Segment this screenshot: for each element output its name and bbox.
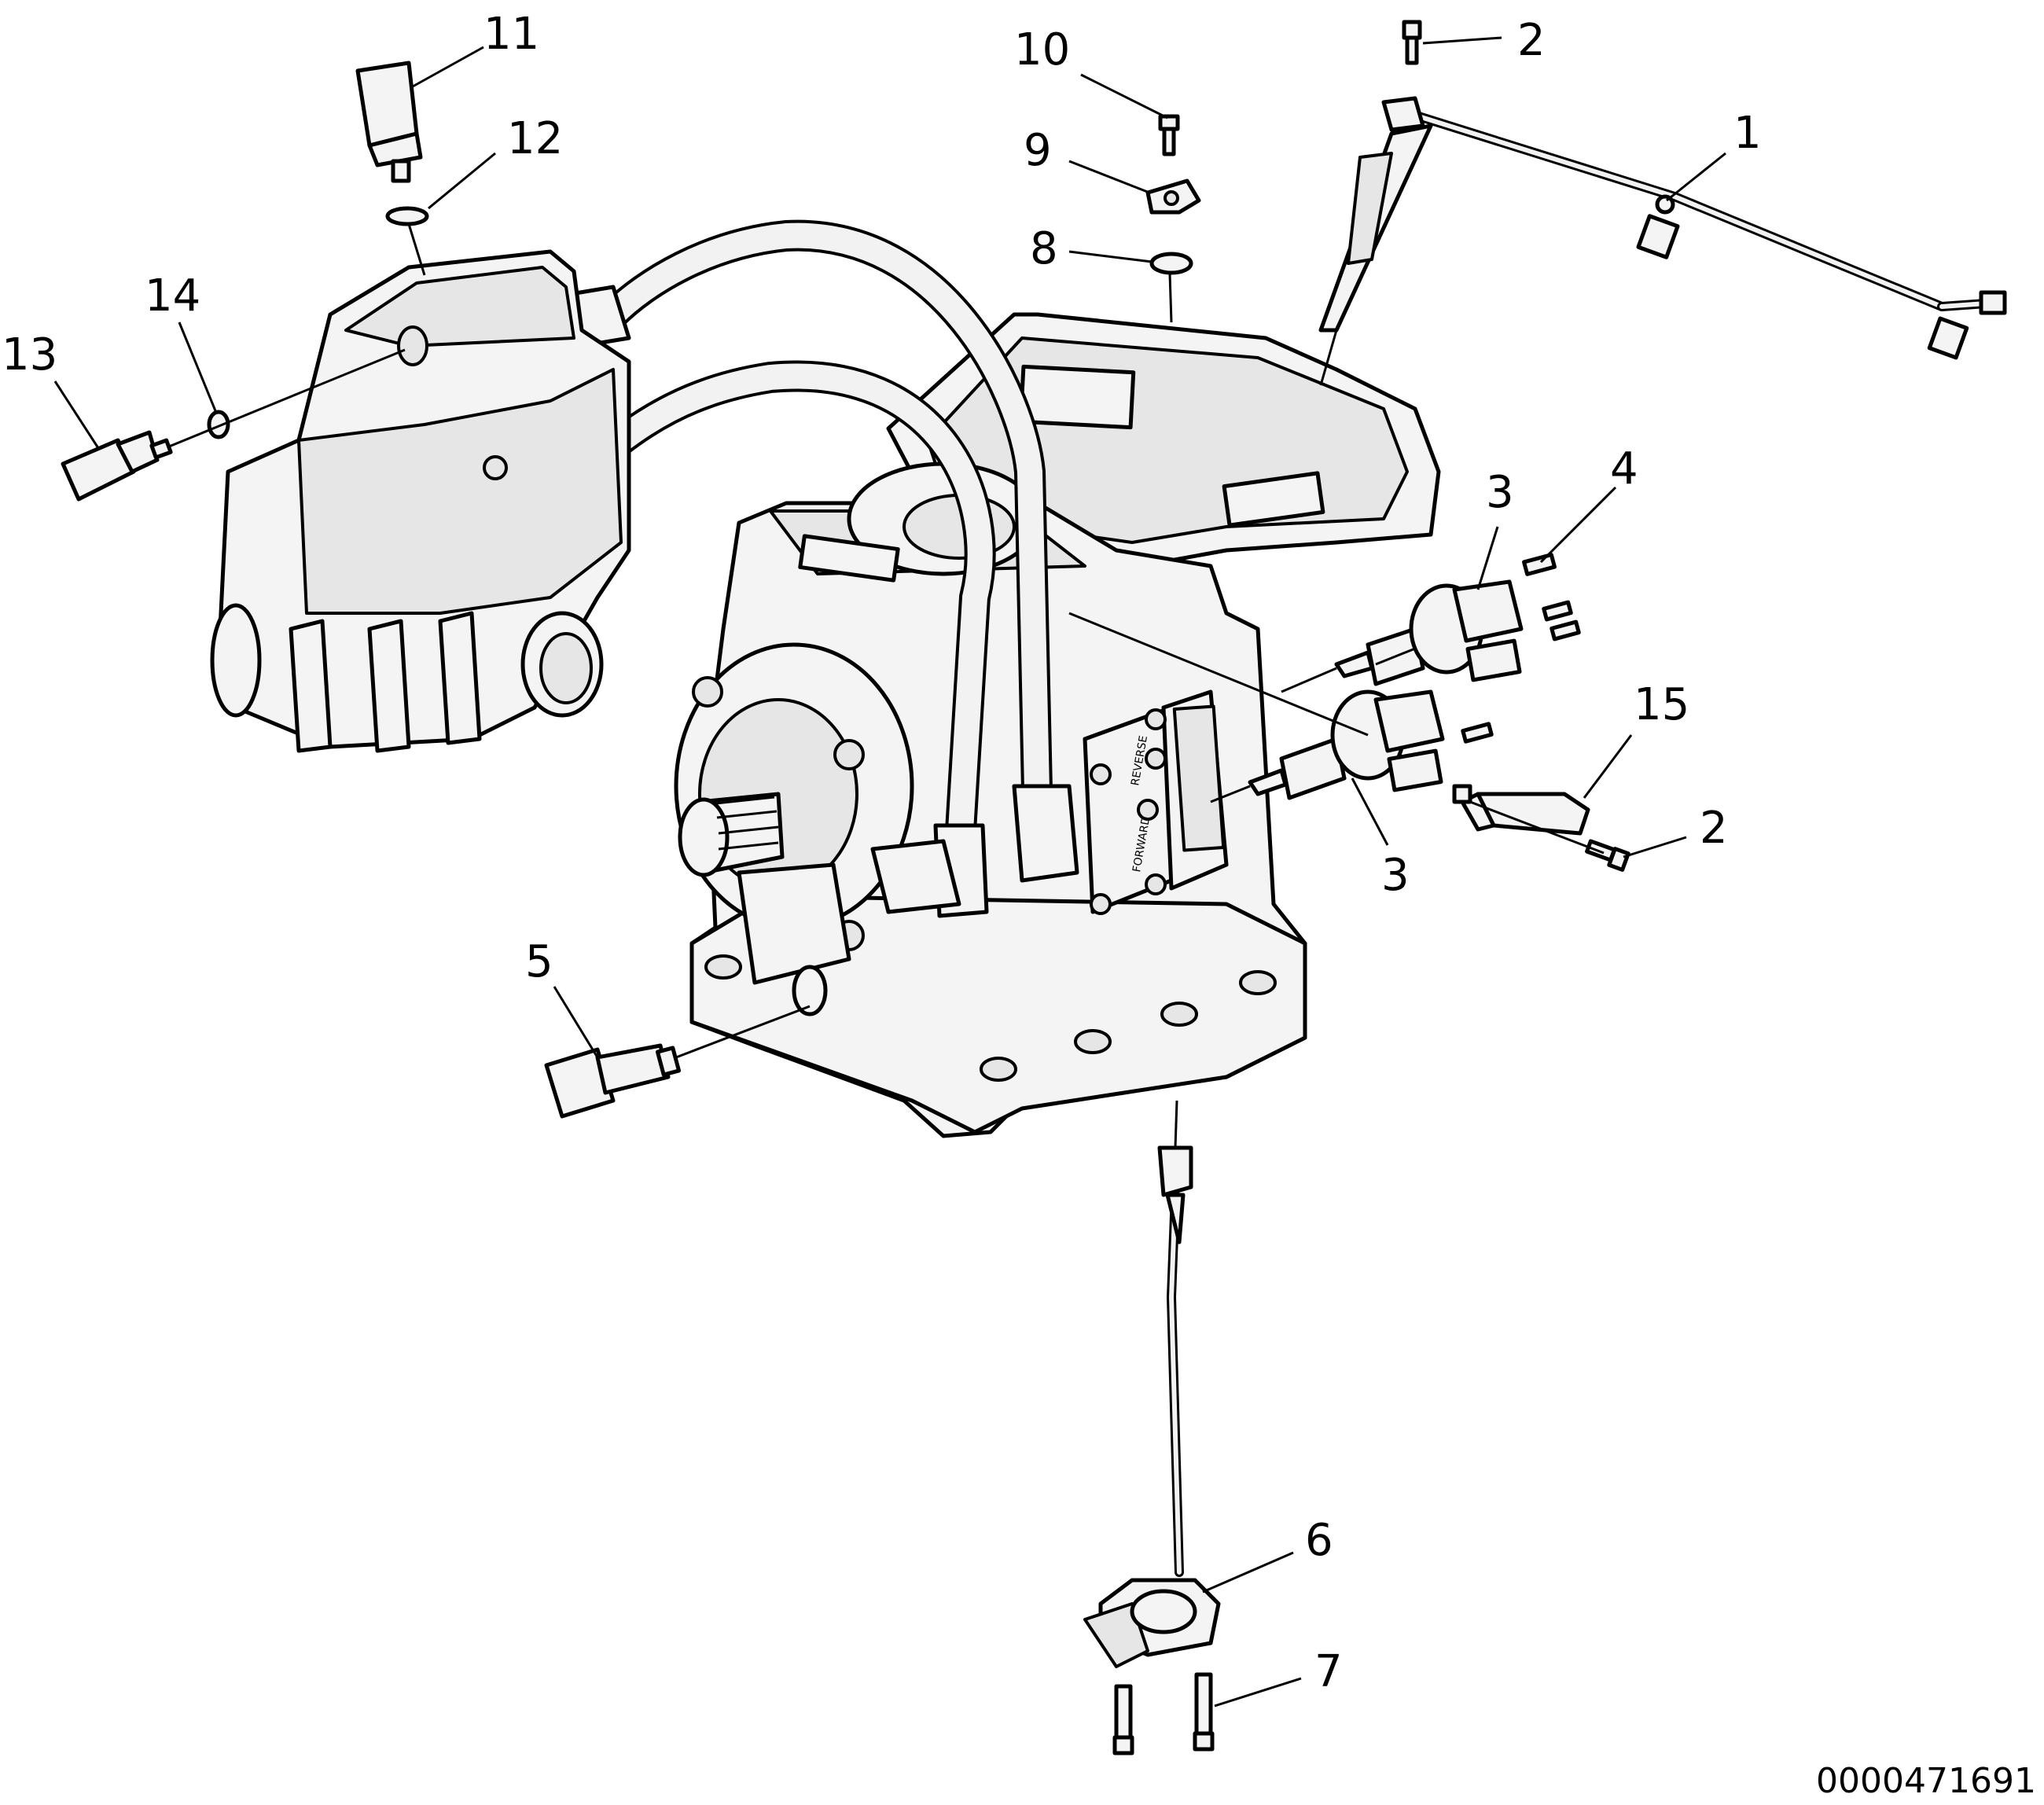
filter-housing [210, 249, 631, 753]
assembly-line-8 [1168, 273, 1173, 323]
part-14-seal-ring [207, 410, 230, 439]
assembly-line-11 [407, 223, 426, 276]
part-11-pressure-switch [355, 61, 423, 183]
part-5-speed-sensor [544, 1043, 682, 1119]
part-13-temperature-sensor [61, 430, 173, 502]
leader-12 [428, 152, 496, 210]
assembly-line-1 [1319, 329, 1338, 386]
callout-6: 6 [1305, 1515, 1333, 1566]
leader-3-lower [1351, 778, 1389, 846]
part-15-sensor [1452, 784, 1590, 836]
leader-13 [53, 380, 100, 449]
leader-1 [1666, 152, 1726, 202]
callout-14: 14 [145, 270, 200, 322]
callout-2-top: 2 [1517, 15, 1546, 66]
assembly-line-5 [675, 1005, 811, 1059]
part-6-level-sender [1083, 1145, 1221, 1668]
assembly-line-3-upper [1281, 667, 1337, 693]
part-8-clip [1149, 252, 1193, 275]
callout-labels: 1 2 2 3 3 4 5 6 7 8 9 10 11 12 13 14 15 [2, 9, 1762, 1697]
callout-4: 4 [1610, 443, 1638, 494]
leader-10 [1080, 73, 1168, 119]
gearbox-housing: REVERSE FORWARD [674, 312, 1441, 1138]
callout-13: 13 [2, 329, 57, 380]
leader-15 [1583, 734, 1633, 799]
leader-2-right [1623, 836, 1687, 858]
callout-8: 8 [1030, 223, 1058, 274]
assembly-line-3-lower [1210, 785, 1251, 803]
flange-bolt-holes [704, 954, 1277, 1082]
callout-10: 10 [1014, 24, 1070, 75]
leader-8 [1068, 250, 1153, 263]
control-valve-plate: REVERSE FORWARD [1083, 689, 1229, 915]
leader-4 [1539, 486, 1617, 564]
callout-11: 11 [483, 9, 539, 60]
part-7-screws [1112, 1672, 1215, 1755]
leader-lines [53, 36, 1726, 1708]
part-4-screws [1461, 553, 1581, 744]
part-2-screw-right [1585, 839, 1630, 872]
leader-5 [553, 986, 599, 1058]
callout-9: 9 [1024, 125, 1052, 176]
callout-12: 12 [507, 113, 563, 164]
leader-3-upper [1476, 526, 1499, 590]
callout-1: 1 [1733, 108, 1762, 159]
assembly-line-3-diag [1068, 612, 1369, 737]
assembly-line-15 [1469, 800, 1605, 855]
leader-14 [178, 322, 218, 414]
part-2-screw-top [1402, 20, 1422, 65]
part-12-o-ring [385, 206, 429, 226]
part-3-solenoid-upper [1334, 579, 1524, 686]
callout-3-upper: 3 [1486, 467, 1514, 518]
callout-7: 7 [1314, 1646, 1343, 1697]
leader-7 [1214, 1677, 1302, 1708]
part-3-solenoid-lower [1248, 689, 1445, 800]
part-10-screw [1158, 114, 1180, 156]
leader-9 [1068, 160, 1150, 194]
leader-11 [412, 46, 484, 88]
splined-output-shaft [678, 792, 785, 877]
leader-6 [1202, 1551, 1294, 1594]
assembly-line-6 [1174, 1100, 1178, 1149]
callout-15: 15 [1634, 679, 1689, 730]
leader-2-top [1422, 36, 1502, 45]
document-id: 0000471691 [1816, 1761, 2036, 1801]
callout-5: 5 [525, 936, 553, 987]
callout-3-lower: 3 [1381, 850, 1410, 901]
assembly-line-13-14 [168, 348, 406, 448]
part-1-wiring-harness [1318, 96, 2007, 360]
part-9-bracket [1145, 178, 1201, 215]
callout-2-right: 2 [1700, 803, 1728, 854]
